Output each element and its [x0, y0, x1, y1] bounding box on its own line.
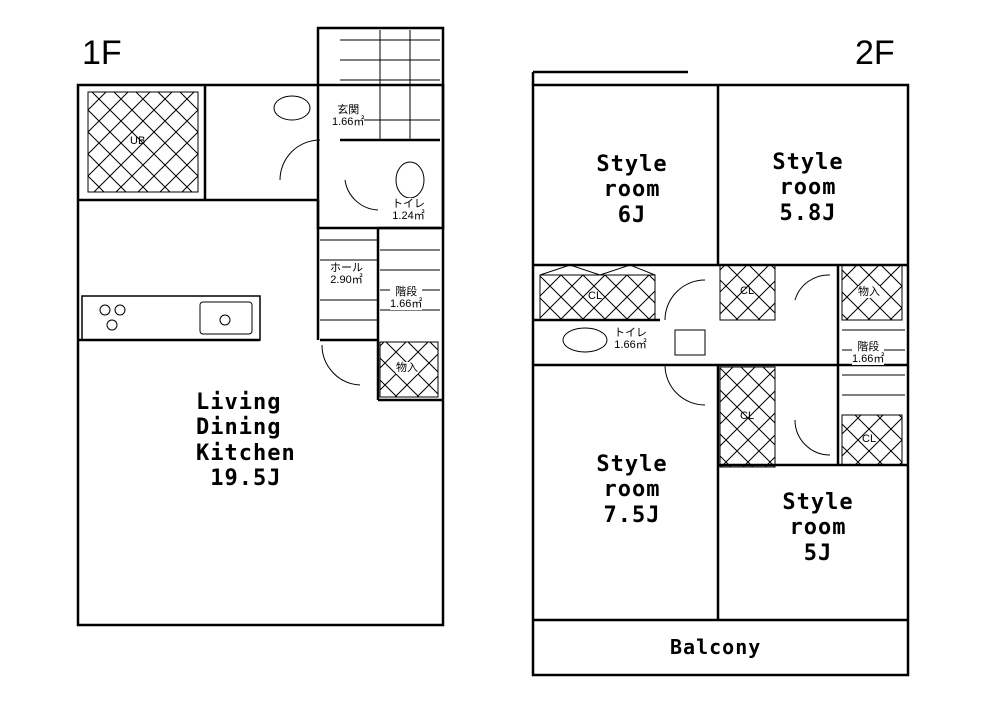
stairs1-area: 1.66㎡ — [390, 298, 423, 311]
room-sw-line1: Style — [596, 452, 668, 477]
floor1-bath-fill — [87, 91, 199, 193]
room-ne-line1: Style — [772, 150, 844, 175]
room-se-line1: Style — [782, 490, 854, 515]
balcony-label: Balcony — [670, 635, 762, 659]
stairs1-name: 階段 — [395, 286, 418, 298]
hall-area: 2.90㎡ — [330, 274, 363, 287]
stairs2-area: 1.66㎡ — [852, 353, 885, 366]
bath-label: UB — [130, 135, 146, 147]
toilet2-area: 1.66㎡ — [614, 339, 647, 352]
room-se-size: 5J — [803, 540, 833, 566]
room-sw-size: 7.5J — [603, 502, 661, 528]
hall-name: ホール — [330, 262, 363, 274]
entrance-name: 玄関 — [337, 104, 360, 116]
closet-label: CL — [862, 433, 877, 445]
ldk-line3: Kitchen — [196, 440, 296, 466]
closet-label: CL — [740, 410, 755, 422]
entrance-area: 1.66㎡ — [332, 116, 365, 129]
toilet1-area: 1.24㎡ — [392, 210, 425, 223]
room-nw-size: 6J — [617, 202, 647, 228]
room-nw-line1: Style — [596, 152, 668, 177]
storage1-label: 物入 — [396, 362, 418, 375]
stairs2-name: 階段 — [857, 341, 880, 353]
storage2-label: 物入 — [858, 286, 880, 299]
toilet2-name: トイレ — [614, 327, 647, 339]
ldk-size: 19.5J — [210, 465, 282, 491]
room-se-line2: room — [789, 515, 847, 541]
room-ne-line2: room — [779, 175, 837, 201]
ldk-line1: Living — [196, 390, 282, 415]
closet-label: CL — [740, 285, 755, 297]
floor1-title: 1F — [82, 34, 122, 72]
room-ne-size: 5.8J — [779, 200, 837, 226]
room-sw-line2: room — [603, 477, 661, 503]
closet-label: CL — [588, 290, 603, 302]
room-nw-line2: room — [603, 177, 661, 203]
ldk-line2: Dining — [196, 415, 282, 441]
floor2-title: 2F — [855, 34, 895, 72]
toilet1-name: トイレ — [392, 198, 425, 210]
